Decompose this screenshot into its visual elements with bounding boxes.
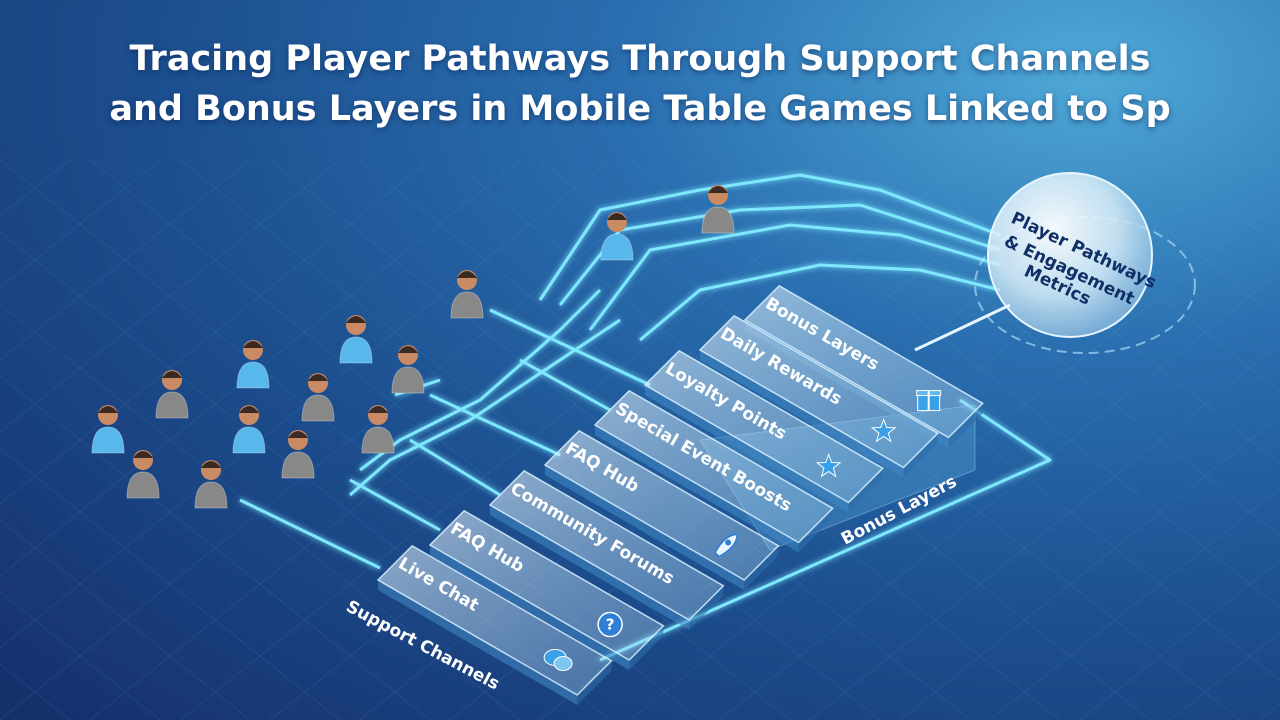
question-icon: ?: [597, 611, 623, 638]
grid-line: [719, 159, 1280, 609]
player-avatar: [126, 450, 160, 499]
card-support-0[interactable]: FAQ Hub: [543, 429, 780, 590]
grid-line: [629, 199, 1280, 720]
grid-line: [0, 159, 251, 361]
pathway-line: [429, 393, 561, 457]
pathway-line: [519, 358, 611, 412]
grid-line: [0, 375, 431, 720]
player-avatar: [391, 345, 425, 394]
star-icon: [815, 453, 842, 478]
pathway-line: [588, 223, 1001, 331]
chat-icon: [543, 649, 573, 671]
grid-line: [0, 303, 521, 720]
grid-line: [719, 271, 1280, 720]
grid-line: [1259, 159, 1280, 177]
grid-line: [989, 487, 1280, 720]
player-avatar: [194, 460, 228, 509]
players-group: [91, 185, 735, 509]
grid-line: [89, 159, 791, 720]
grid-line: [0, 519, 251, 720]
pathway-line: [599, 398, 1052, 662]
player-avatar: [301, 373, 335, 422]
player-avatar: [232, 405, 266, 454]
player-avatar: [339, 315, 373, 364]
player-avatar: [361, 405, 395, 454]
card-support-1[interactable]: Community Forums: [488, 469, 725, 630]
pathway-line: [558, 203, 1001, 306]
player-avatar: [450, 270, 484, 319]
pathway-line: [639, 263, 1001, 342]
pathway-line: [349, 318, 621, 497]
grid-line: [0, 159, 161, 289]
grid-line: [809, 343, 1280, 720]
card-support-2[interactable]: FAQ Hub?: [428, 509, 665, 670]
grid-line: [0, 159, 701, 720]
rocket-icon: [714, 533, 738, 558]
grid-line: [0, 591, 161, 720]
grid-line: [0, 159, 71, 217]
pathway-line: [538, 173, 1001, 301]
bubble-connector: [914, 303, 1011, 352]
pathway-line: [349, 478, 441, 532]
player-avatar: [155, 370, 189, 419]
grid-line: [0, 447, 341, 720]
grid-line: [809, 159, 1280, 537]
pathway-line: [489, 308, 651, 387]
gift-icon: [916, 390, 942, 412]
title-line-2: and Bonus Layers in Mobile Table Games L…: [109, 89, 1171, 129]
grid-line: [1079, 159, 1280, 321]
player-avatar: [236, 340, 270, 389]
grid-line: [0, 159, 341, 433]
svg-text:?: ?: [606, 616, 615, 634]
grid-line: [0, 663, 71, 720]
player-avatar: [91, 405, 125, 454]
star-icon: [870, 418, 897, 443]
grid-line: [1079, 559, 1280, 720]
page-title: Tracing Player Pathways Through Support …: [0, 34, 1280, 134]
metrics-bubble: Player Pathways & Engagement Metrics: [914, 172, 1196, 354]
grid-line: [899, 415, 1280, 720]
player-avatar: [600, 212, 634, 261]
grid-line: [1259, 703, 1280, 720]
grid-line: [629, 159, 1280, 681]
pathway-line: [239, 498, 381, 570]
pathway-lines: [239, 173, 1052, 662]
pathway-line: [409, 438, 501, 497]
title-line-1: Tracing Player Pathways Through Support …: [129, 39, 1151, 79]
grid-line: [0, 159, 431, 505]
player-avatar: [281, 430, 315, 479]
grid-line: [0, 159, 521, 577]
player-avatar: [701, 185, 735, 234]
